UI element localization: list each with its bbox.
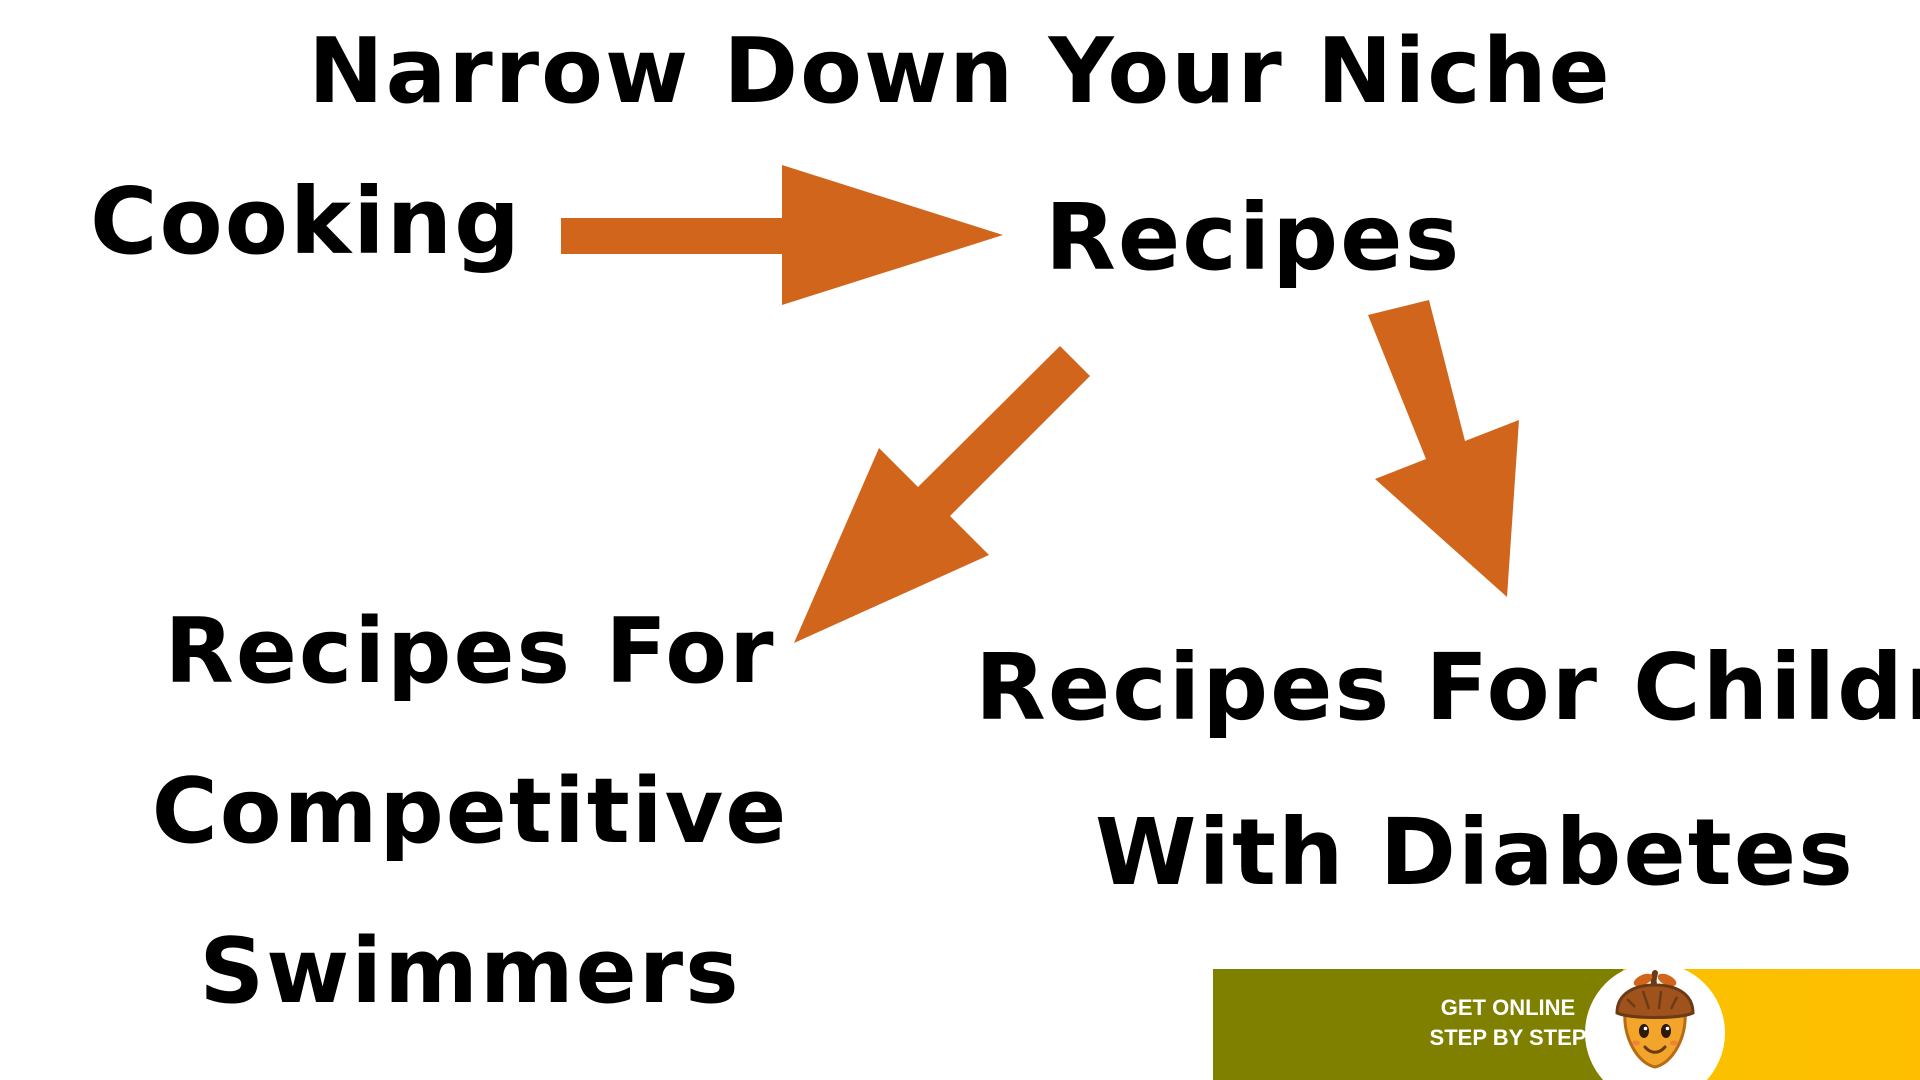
brand-banner: GET ONLINE STEP BY STEP bbox=[1213, 963, 1920, 1080]
node-swimmers-line-1: Recipes For bbox=[164, 599, 776, 704]
diagram-title: Narrow Down Your Niche bbox=[0, 22, 1920, 122]
brand-tagline-line-1: GET ONLINE bbox=[1440, 995, 1576, 1020]
arrow-recipes-to-swimmers bbox=[794, 346, 1090, 643]
node-recipes-for-swimmers: Recipes For Competitive Swimmers bbox=[150, 572, 790, 1052]
node-recipes: Recipes bbox=[1045, 184, 1462, 291]
brand-tagline-line-2: STEP BY STEP bbox=[1429, 1025, 1587, 1050]
arrow-recipes-to-diabetes bbox=[1368, 300, 1519, 597]
brand-logo-badge bbox=[1585, 963, 1725, 1080]
node-swimmers-line-2: Competitive bbox=[151, 759, 789, 864]
node-swimmers-line-3: Swimmers bbox=[199, 919, 741, 1024]
brand-tagline: GET ONLINE STEP BY STEP bbox=[1423, 993, 1593, 1053]
arrow-cooking-to-recipes bbox=[561, 165, 1003, 305]
node-diabetes-line-1: Recipes For Children bbox=[975, 634, 1920, 741]
node-cooking: Cooking bbox=[90, 168, 522, 275]
node-diabetes-line-2: With Diabetes bbox=[1095, 799, 1855, 906]
diagram-title-text: Narrow Down Your Niche bbox=[308, 19, 1612, 124]
acorn-icon bbox=[1615, 970, 1695, 1069]
node-recipes-for-diabetes: Recipes For Children With Diabetes bbox=[975, 605, 1920, 935]
